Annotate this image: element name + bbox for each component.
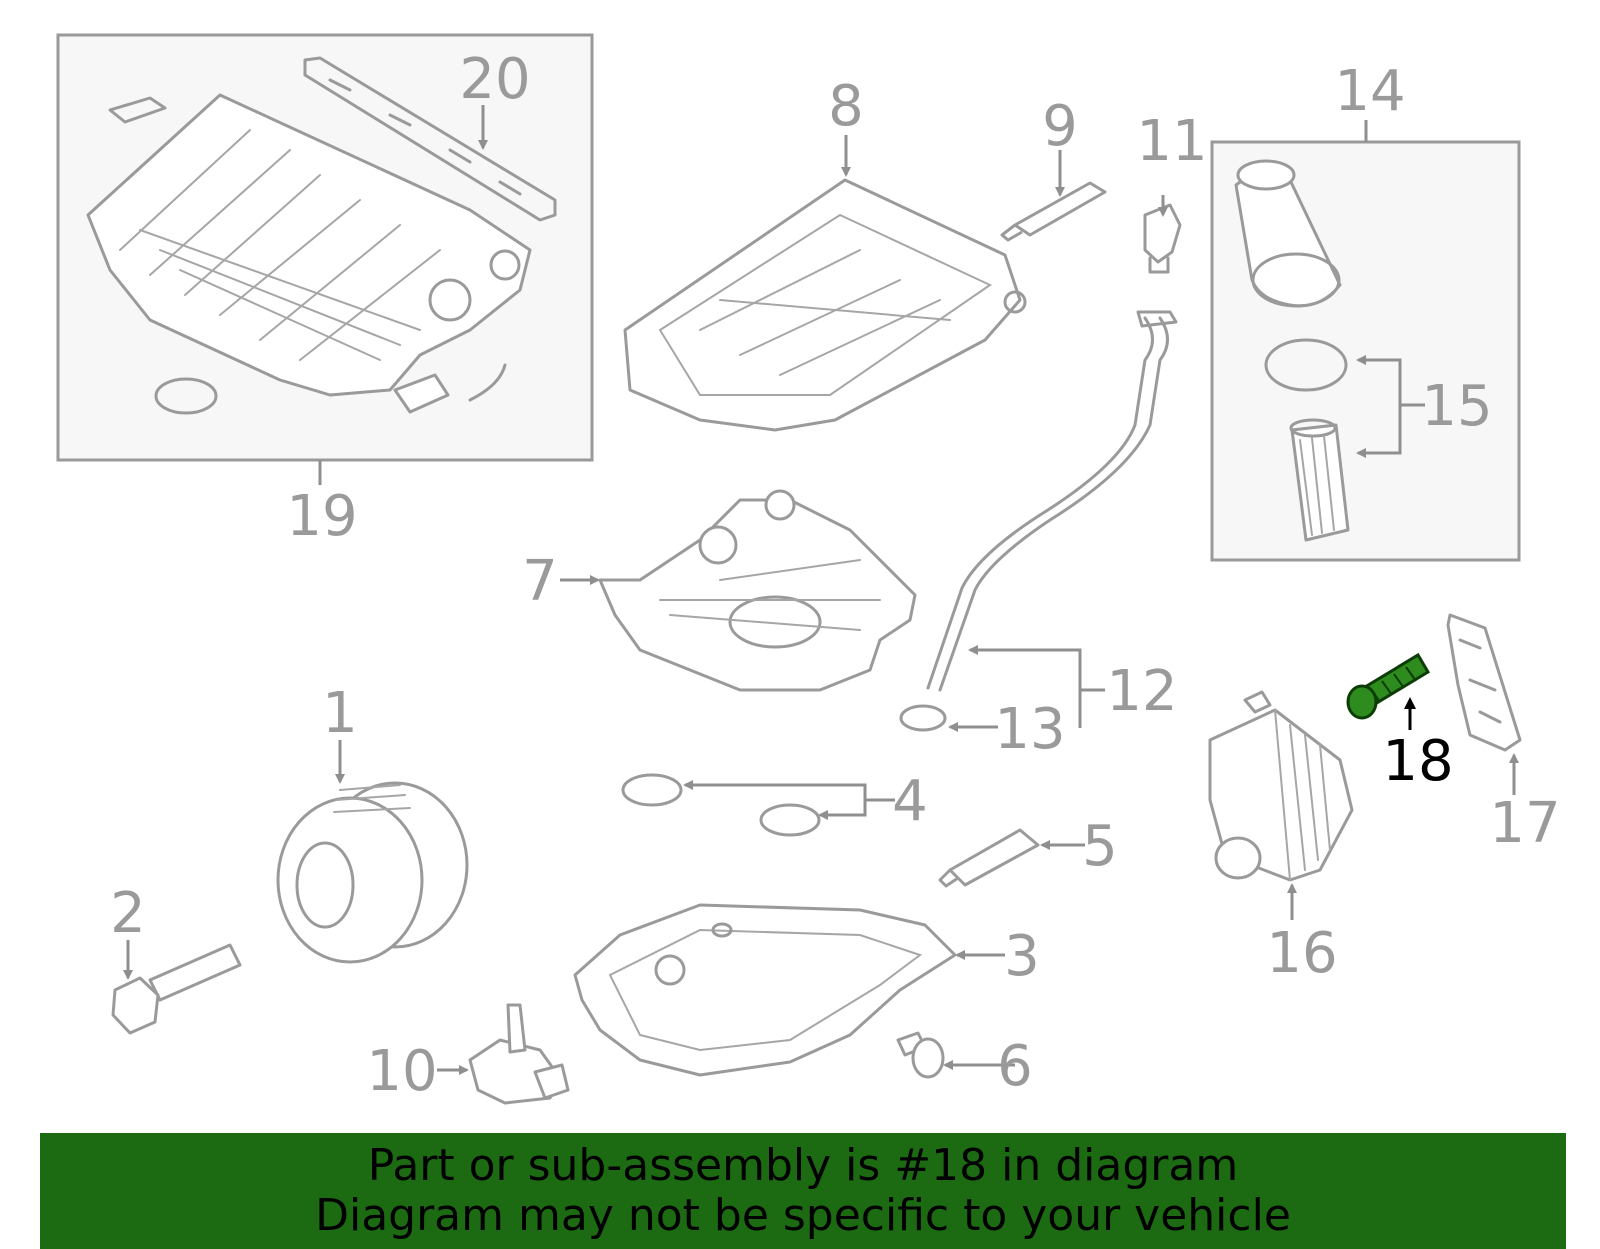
callout-11: 11 <box>1136 109 1207 174</box>
oil-filler-cap-drawing <box>1143 203 1182 274</box>
filter-element-drawing <box>1289 418 1350 542</box>
sealant-tube-5-drawing <box>938 828 1040 888</box>
callout-8: 8 <box>828 74 864 139</box>
callout-2: 2 <box>110 881 146 946</box>
callout-17: 17 <box>1489 791 1560 856</box>
callout-18: 18 <box>1382 729 1453 794</box>
callout-1: 1 <box>322 681 358 746</box>
cooler-gasket-drawing <box>1446 613 1522 752</box>
dipstick-top-drawing <box>1136 310 1178 328</box>
seal-13-drawing <box>899 704 947 732</box>
callout-4: 4 <box>892 769 928 834</box>
crankshaft-pulley-drawing <box>276 781 469 964</box>
leader-lines <box>123 105 1519 1075</box>
oil-cooler-drawing <box>1208 690 1354 882</box>
lower-oil-pan-drawing <box>573 903 957 1077</box>
dipstick-tube-drawing <box>926 316 1169 692</box>
upper-oil-pan-drawing <box>623 178 1027 432</box>
callout-15: 15 <box>1421 374 1492 439</box>
manifold-gasket-drawing <box>303 56 557 222</box>
callout-5: 5 <box>1082 814 1118 879</box>
intake-manifold-drawing <box>86 93 532 415</box>
callout-6: 6 <box>997 1034 1033 1099</box>
callout-10: 10 <box>366 1039 437 1104</box>
oil-filter-housing-drawing <box>1234 159 1342 308</box>
oil-level-sensor-drawing <box>468 1003 570 1105</box>
oil-pump-cover-drawing <box>598 489 917 692</box>
info-banner: Part or sub-assembly is #18 in diagram D… <box>40 1133 1566 1249</box>
sealant-tube-9-drawing <box>1000 181 1107 242</box>
banner-line-2: Diagram may not be specific to your vehi… <box>315 1190 1291 1241</box>
banner-line-1: Part or sub-assembly is #18 in diagram <box>367 1140 1239 1191</box>
seal-4b-drawing <box>759 803 821 837</box>
o-ring-15-drawing <box>1264 338 1348 392</box>
callout-7: 7 <box>522 549 558 614</box>
highlighted-part-18-drawing <box>1346 652 1431 720</box>
callout-12: 12 <box>1106 659 1177 724</box>
callout-3: 3 <box>1004 924 1040 989</box>
callout-14: 14 <box>1334 59 1405 124</box>
seal-4a-drawing <box>621 773 683 807</box>
callout-13: 13 <box>994 697 1065 762</box>
pulley-bolt-drawing <box>111 943 242 1035</box>
callout-9: 9 <box>1042 94 1078 159</box>
drain-plug-drawing <box>896 1031 945 1079</box>
callout-16: 16 <box>1266 921 1337 986</box>
callout-20: 20 <box>459 47 530 112</box>
callout-19: 19 <box>286 484 357 549</box>
